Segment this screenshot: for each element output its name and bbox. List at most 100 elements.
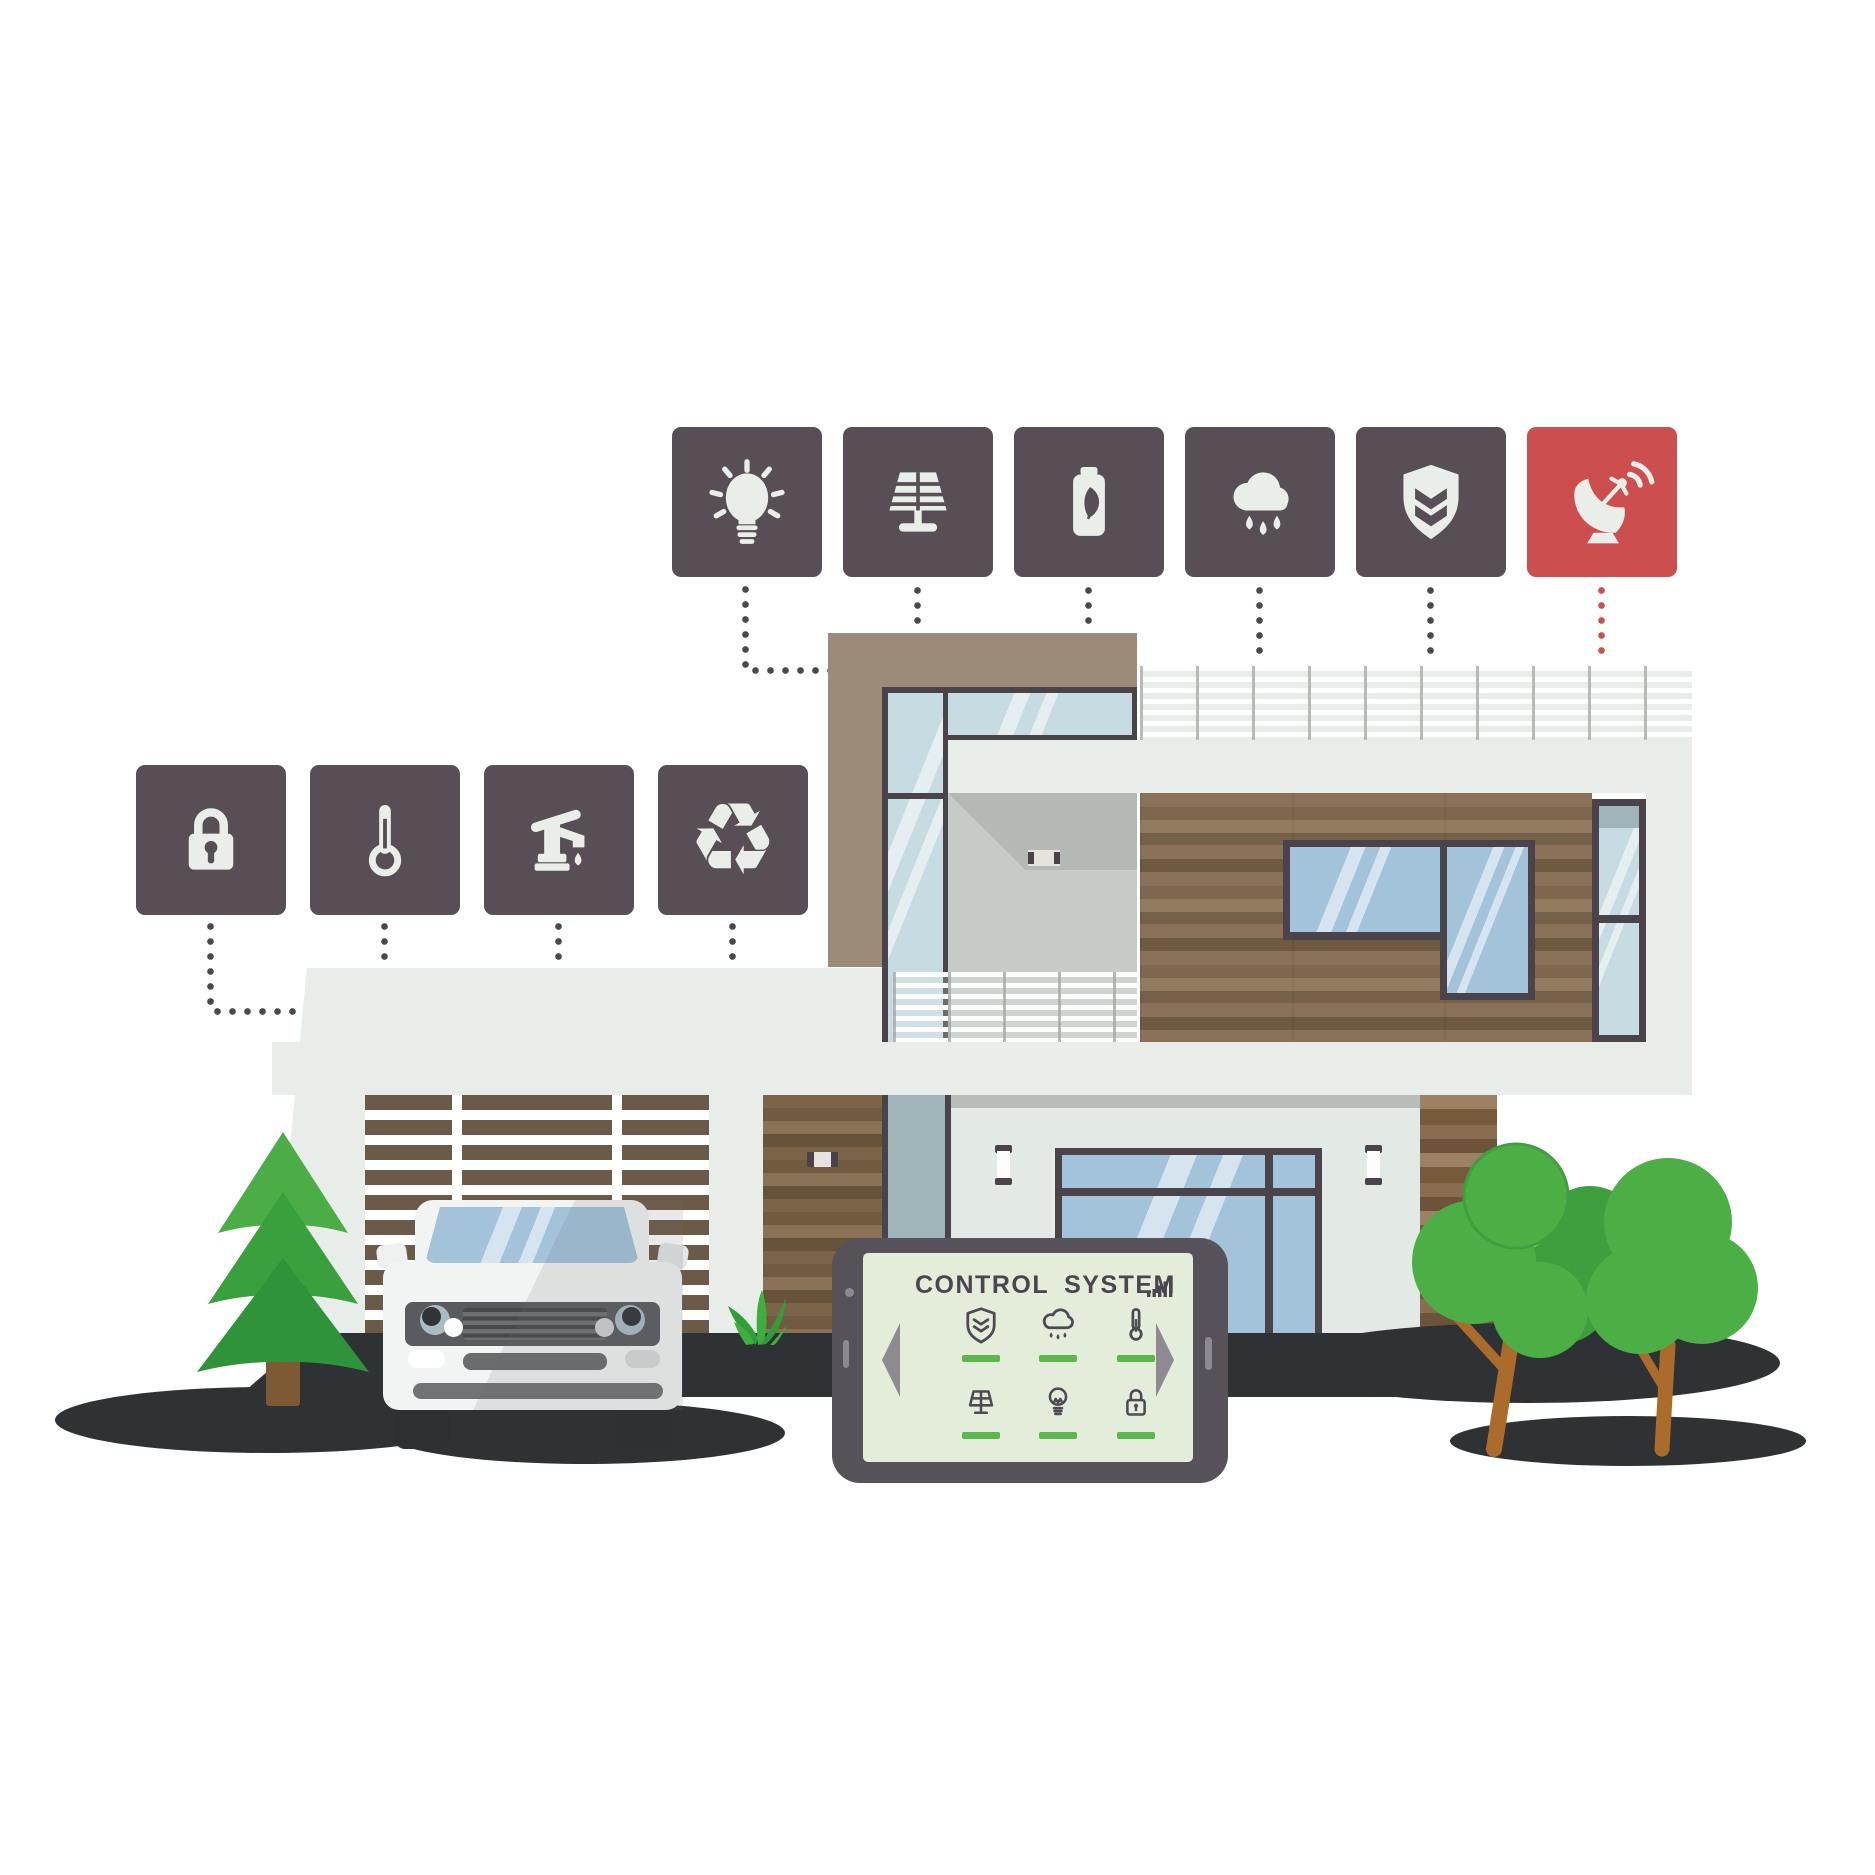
rain-cloud-icon [1233,472,1289,535]
connector-weather [1256,587,1263,655]
ground-floor-slab [272,1042,1692,1095]
active-indicator [962,1355,1000,1362]
corner-window-top-glass [948,693,1132,735]
grass-tuft [728,1290,786,1345]
eco-battery-icon [1073,467,1105,536]
roof-railing [1140,666,1692,740]
connector-recycling [729,923,736,963]
house-tan-column [828,633,882,967]
wall-lamp [995,1145,1012,1185]
wall-picture-edge [1028,852,1034,864]
tablet-control-shield[interactable] [942,1303,1020,1399]
feature-tile-water [484,765,634,915]
connector-lock-h [214,1008,298,1015]
connector-security [1427,587,1434,655]
car-grille [463,1308,607,1340]
feature-tile-security [1356,427,1506,577]
feature-tile-weather [1185,427,1335,577]
connector-energy [1085,587,1092,631]
balcony-railing [893,972,1137,1042]
car-air-dam [413,1383,663,1399]
connector-solar [914,587,921,631]
signal-bars-icon [1147,1278,1173,1297]
car-foglight-right [625,1350,660,1368]
recycle-icon: ♻ [688,781,778,898]
living-window-mullion [1265,1148,1273,1343]
faucet-icon [530,809,585,871]
padlock-icon [1126,1389,1146,1416]
connector-lock [207,923,214,1007]
connector-lighting [742,586,749,668]
rain-cloud-icon [1042,1308,1074,1340]
connector-satellite [1598,587,1605,655]
living-window-transom [1055,1188,1322,1196]
upper-window-glass [1290,847,1440,932]
side-window-bar [1592,915,1646,923]
slab-shadow-line [951,1095,1420,1108]
active-indicator [1039,1355,1077,1362]
car-bumper-vent [463,1353,607,1370]
thermometer-icon [368,805,402,877]
car-foglight-left [408,1350,445,1368]
solar-panel-icon [968,1390,994,1415]
active-indicator [962,1432,1000,1439]
chevron-left-icon[interactable] [882,1323,900,1397]
car-headlight-right-lens [622,1307,641,1326]
tablet-speaker [843,1340,849,1368]
car-wheel-left [395,1405,451,1449]
control-system-title: CONTROL SYSTEM [915,1271,1176,1299]
car-windshield [425,1207,639,1263]
car-headlight-left-lens [422,1307,441,1326]
thermometer-icon [1129,1307,1143,1341]
wall-lamp [1365,1145,1382,1185]
lightbulb-icon [709,459,785,544]
tablet-control-temperature[interactable] [1097,1303,1175,1399]
connector-water [555,923,562,963]
tablet-camera [845,1288,854,1297]
car-headlight-right-dot [595,1318,614,1337]
tablet-control-lighting[interactable] [1019,1380,1097,1476]
car-grille-panel [405,1302,660,1346]
feature-tile-energy [1014,427,1164,577]
door-handle [807,1152,838,1167]
wall-picture-edge [1054,852,1060,864]
car-wheel-right [615,1405,671,1449]
tablet-control-rain[interactable] [1019,1303,1097,1399]
tablet-control-lock[interactable] [1097,1380,1175,1476]
lightbulb-icon [1048,1387,1068,1416]
roof-slab [948,740,1692,793]
feature-tile-recycling: ♻ [658,765,808,915]
active-indicator [1117,1355,1155,1362]
connector-temperature [381,923,388,963]
car [375,1200,690,1450]
active-indicator [1117,1432,1155,1439]
satellite-dish-icon [1574,461,1655,544]
chevron-right-icon[interactable] [1156,1323,1174,1397]
connector-lighting-h [752,667,832,674]
control-tablet[interactable]: CONTROL SYSTEM [832,1238,1228,1483]
feature-tile-temperature [310,765,460,915]
shield-icon [1403,464,1459,540]
door-handle-cap [807,1152,814,1167]
padlock-icon [188,808,234,870]
feature-tile-lock [136,765,286,915]
feature-tile-satellite-alert [1527,427,1677,577]
garden-trees [1412,1142,1758,1457]
active-indicator [1039,1432,1077,1439]
shield-icon [966,1307,996,1344]
car-headlight-left-dot [444,1318,463,1337]
tablet-home-button[interactable] [1205,1337,1212,1370]
upper-right-edge [1646,793,1692,1042]
tablet-control-solar[interactable] [942,1380,1020,1476]
door-handle-cap [831,1152,838,1167]
solar-panel-icon [889,472,947,532]
upper-window-glass-tall [1447,847,1528,993]
pine-tree [197,1132,369,1406]
corner-window-crossbar [882,793,948,799]
feature-tile-solar [843,427,993,577]
side-window-tint [1599,806,1639,828]
wall-picture [1028,850,1060,866]
tablet-screen[interactable]: CONTROL SYSTEM [863,1253,1193,1462]
